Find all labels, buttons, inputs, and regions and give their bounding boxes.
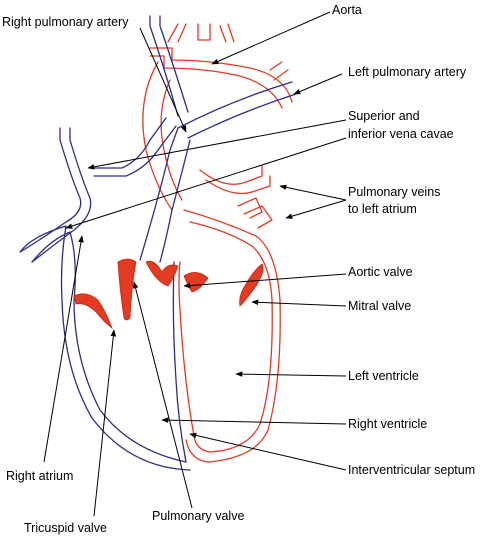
label-pulmonary-valve: Pulmonary valve	[152, 509, 244, 523]
label-right-atrium: Right atrium	[6, 469, 73, 483]
label-vena-cavae-line2: inferior vena cavae	[348, 127, 454, 141]
left-ventricle-outline	[178, 209, 281, 463]
label-pulmonary-veins-line1: Pulmonary veins	[348, 185, 440, 199]
label-left-ventricle: Left ventricle	[348, 369, 419, 383]
label-left-pulmonary-artery: Left pulmonary artery	[348, 65, 467, 79]
labels: Aorta Right pulmonary artery Left pulmon…	[2, 3, 475, 535]
label-vena-cavae-line1: Superior and	[348, 109, 420, 123]
label-mitral-valve: Mitral valve	[348, 299, 411, 313]
pointer-lines	[43, 11, 347, 517]
aortic-valve-shape	[183, 272, 209, 293]
label-tricuspid-valve: Tricuspid valve	[24, 521, 107, 535]
pulmonary-artery-outline	[139, 15, 297, 263]
heart-outline	[19, 15, 297, 471]
aorta-outline	[142, 23, 293, 211]
pulmonary-valve-left-shape	[117, 258, 137, 321]
pulmonary-valve-right-shape	[145, 260, 179, 287]
label-interventricular-septum: Interventricular septum	[348, 463, 475, 477]
tricuspid-valve-shape	[73, 293, 113, 330]
label-aortic-valve: Aortic valve	[348, 265, 413, 279]
mitral-valve-shape	[239, 263, 264, 307]
valves	[73, 258, 264, 330]
label-pulmonary-veins-line2: to left atrium	[348, 202, 417, 216]
label-aorta: Aorta	[332, 3, 362, 17]
label-right-ventricle: Right ventricle	[348, 417, 427, 431]
vena-cavae-outline	[19, 117, 191, 471]
label-right-pulmonary-artery: Right pulmonary artery	[2, 15, 129, 29]
pulmonary-veins-outline	[199, 165, 273, 229]
